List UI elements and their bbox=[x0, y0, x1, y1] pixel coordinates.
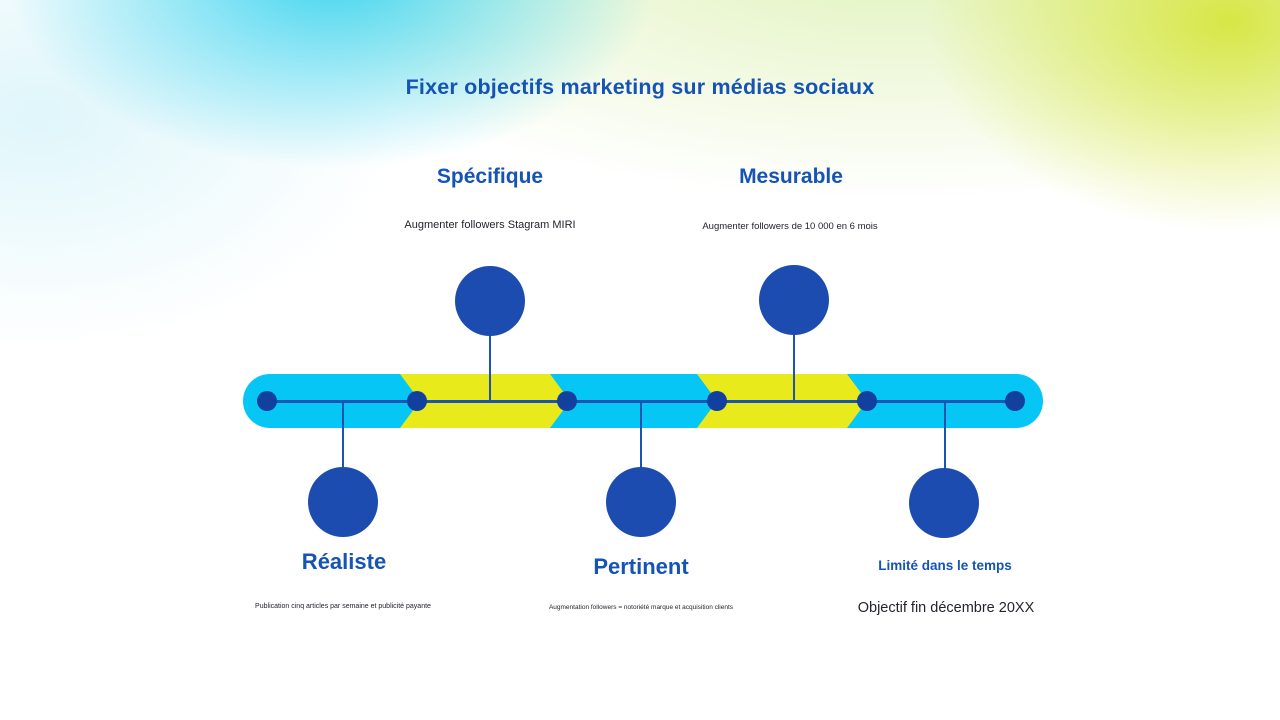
milestone-circle-specifique bbox=[455, 266, 525, 336]
milestone-label-limite: Limité dans le temps bbox=[878, 558, 1012, 573]
page-title: Fixer objectifs marketing sur médias soc… bbox=[405, 75, 875, 99]
milestone-description-realiste: Publication cinq articles par semaine et… bbox=[255, 603, 431, 610]
milestone-connector bbox=[342, 401, 344, 502]
milestone-circle-mesurable bbox=[759, 265, 829, 335]
milestone-circle-realiste bbox=[308, 467, 378, 537]
milestone-description-pertinent: Augmentation followers = notoriété marqu… bbox=[548, 604, 734, 611]
timeline-line bbox=[267, 400, 1015, 403]
milestone-connector bbox=[489, 301, 491, 401]
milestone-circle-pertinent bbox=[606, 467, 676, 537]
milestone-connector bbox=[793, 300, 795, 401]
milestone-connector bbox=[944, 401, 946, 503]
timeline-node-dot bbox=[707, 391, 727, 411]
milestone-description-limite: Objectif fin décembre 20XX bbox=[857, 600, 1035, 616]
milestone-connector bbox=[640, 401, 642, 502]
milestone-circle-limite bbox=[909, 468, 979, 538]
milestone-label-specifique: Spécifique bbox=[436, 165, 544, 188]
milestone-description-specifique: Augmenter followers Stagram MIRI bbox=[404, 219, 576, 231]
timeline-node-dot bbox=[557, 391, 577, 411]
timeline-node-dot bbox=[1005, 391, 1025, 411]
milestone-label-mesurable: Mesurable bbox=[739, 165, 843, 188]
milestone-label-pertinent: Pertinent bbox=[593, 554, 689, 579]
timeline-node-dot bbox=[857, 391, 877, 411]
milestone-label-realiste: Réaliste bbox=[301, 549, 387, 574]
timeline-node-dot bbox=[407, 391, 427, 411]
milestone-description-mesurable: Augmenter followers de 10 000 en 6 mois bbox=[702, 221, 878, 232]
timeline-node-dot bbox=[257, 391, 277, 411]
